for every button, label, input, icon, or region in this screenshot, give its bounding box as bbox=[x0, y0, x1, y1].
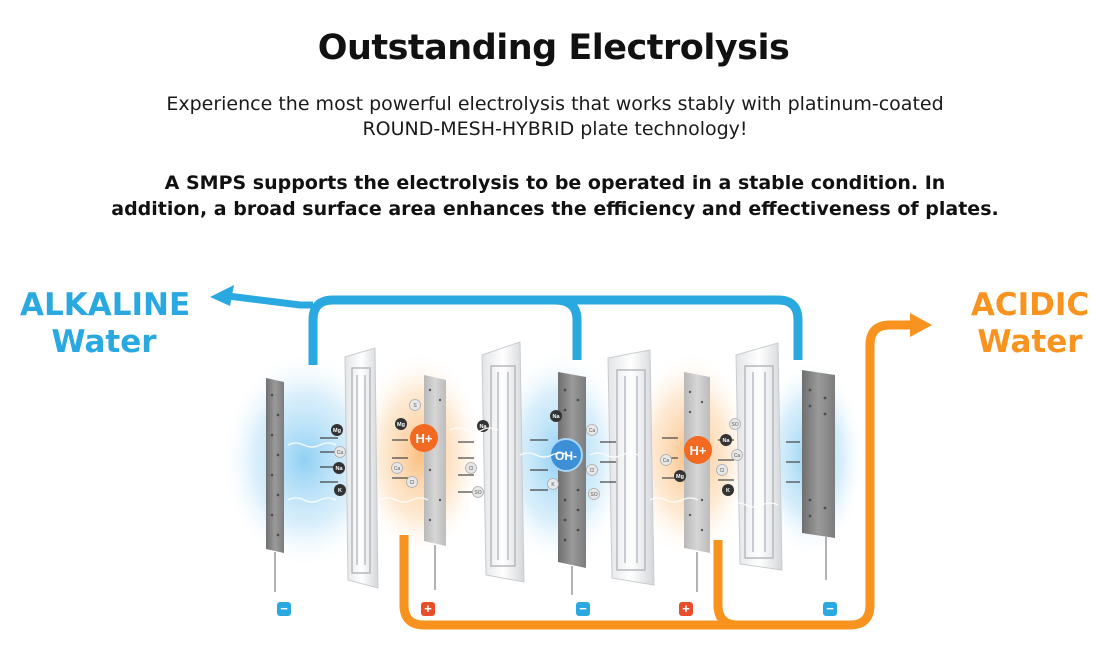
alkaline-outlet-line bbox=[227, 292, 313, 309]
h-plus-label-right: H+ bbox=[690, 443, 707, 458]
alkaline-flow-line-center bbox=[554, 295, 582, 360]
ion-na-3: Na bbox=[550, 410, 562, 422]
subtitle-line-2: ROUND-MESH-HYBRID plate technology! bbox=[362, 118, 748, 140]
acidic-label-line-2: Water bbox=[977, 324, 1083, 360]
ion-mg-1: Mg bbox=[331, 424, 343, 436]
ion-na-2-label: Na bbox=[479, 424, 487, 430]
ion-k-1-label: K bbox=[338, 488, 342, 494]
ion-na-3-label: Na bbox=[552, 414, 560, 420]
ion-mg-3: Mg bbox=[674, 470, 686, 482]
ion-so-2: SO bbox=[588, 488, 600, 500]
terminal-minus-2-label: − bbox=[579, 601, 587, 616]
ion-cl-3-label: Cl bbox=[590, 468, 595, 474]
ion-so-3-label: SO bbox=[731, 422, 738, 428]
ion-mg-2: Mg bbox=[395, 418, 407, 430]
acidic-label-line-1: ACIDIC bbox=[970, 287, 1090, 323]
plate-hole-patterns bbox=[270, 388, 827, 542]
ion-ca-3: Ca bbox=[586, 424, 598, 436]
ion-ca-3-label: Ca bbox=[589, 428, 596, 434]
acidic-water-label: ACIDIC Water bbox=[965, 287, 1095, 361]
ion-k-1: K bbox=[334, 484, 346, 496]
ion-k-2: K bbox=[722, 484, 734, 496]
terminal-minus-1-label: − bbox=[280, 601, 288, 616]
ion-so-3: SO bbox=[729, 418, 741, 430]
ion-h-plus-right: H+ bbox=[684, 436, 712, 464]
ion-mg-3-label: Mg bbox=[676, 474, 684, 480]
ion-so-2-label: SO bbox=[590, 492, 597, 498]
oh-minus-label: OH- bbox=[555, 449, 577, 463]
ion-ca-2: Ca bbox=[391, 462, 403, 474]
ion-cl-4-label: Cl bbox=[720, 468, 725, 474]
terminal-minus-1: − bbox=[277, 601, 291, 616]
ion-so-1: SO bbox=[472, 486, 484, 498]
ion-mg-1-label: Mg bbox=[333, 428, 341, 434]
electrode-plate-2 bbox=[424, 375, 446, 590]
ion-ca-4-label: Ca bbox=[663, 458, 670, 464]
ion-ca-5: Ca bbox=[731, 449, 743, 461]
ion-cl-2: Cl bbox=[465, 462, 477, 474]
ion-na-4-label: Na bbox=[722, 438, 730, 444]
ion-na-1-label: Na bbox=[335, 466, 343, 472]
description-line-1: A SMPS supports the electrolysis to be o… bbox=[164, 172, 946, 194]
terminal-plus-2-label: + bbox=[682, 601, 690, 616]
electrode-plate-1 bbox=[266, 378, 284, 592]
membrane-frame-4 bbox=[735, 342, 783, 571]
alkaline-arrowhead bbox=[210, 285, 234, 306]
alkaline-water-label: ALKALINE Water bbox=[20, 287, 191, 361]
page-title: Outstanding Electrolysis bbox=[317, 28, 790, 68]
ion-cl-2-label: Cl bbox=[469, 466, 474, 472]
acidic-flow-line bbox=[399, 320, 915, 630]
terminal-minus-3-label: − bbox=[826, 601, 834, 616]
ion-cl-1: Cl bbox=[406, 476, 418, 488]
ion-s-1: S bbox=[409, 399, 421, 411]
ion-ca-4: Ca bbox=[660, 454, 672, 466]
terminal-plus-2: + bbox=[679, 601, 693, 616]
h-plus-label-left: H+ bbox=[416, 431, 433, 446]
ion-oh-minus-center: OH- bbox=[549, 438, 583, 472]
ion-s-1-label: S bbox=[413, 403, 417, 409]
subtitle: Experience the most powerful electrolysi… bbox=[140, 92, 970, 142]
terminal-minus-3: − bbox=[823, 601, 837, 616]
terminal-plus-1: + bbox=[421, 601, 435, 616]
ion-na-1: Na bbox=[333, 462, 345, 474]
ion-k-3: K bbox=[547, 478, 559, 490]
description: A SMPS supports the electrolysis to be o… bbox=[110, 170, 1000, 222]
dark-cation-ions: Mg Na K Mg Na Na Mg K Na bbox=[331, 410, 734, 496]
ion-k-2-label: K bbox=[726, 488, 730, 494]
acidic-arrowhead bbox=[910, 313, 932, 337]
electrode-plate-5 bbox=[802, 370, 835, 580]
alkaline-label-line-1: ALKALINE bbox=[20, 287, 191, 323]
light-ions: Ca S Ca Cl Cl SO Ca Cl K SO Ca SO Ca Cl bbox=[334, 399, 743, 500]
ion-ca-1: Ca bbox=[334, 446, 346, 458]
ion-na-4: Na bbox=[720, 434, 732, 446]
terminal-minus-2: − bbox=[576, 601, 590, 616]
description-line-2: addition, a broad surface area enhances … bbox=[111, 198, 999, 220]
subtitle-line-1: Experience the most powerful electrolysi… bbox=[166, 93, 944, 115]
membrane-frame-3 bbox=[607, 349, 655, 586]
ion-ca-5-label: Ca bbox=[734, 453, 741, 459]
ion-k-3-label: K bbox=[551, 482, 555, 488]
alkaline-label-line-2: Water bbox=[51, 324, 157, 360]
ion-cl-4: Cl bbox=[716, 464, 728, 476]
electrode-plate-3 bbox=[558, 372, 586, 595]
ion-cl-1-label: Cl bbox=[410, 480, 415, 486]
membrane-frame-2 bbox=[481, 341, 525, 583]
ion-mg-2-label: Mg bbox=[397, 422, 405, 428]
ion-ca-1-label: Ca bbox=[337, 450, 344, 456]
ion-h-plus-left: H+ bbox=[410, 424, 438, 452]
current-wave-lines bbox=[287, 427, 779, 508]
ion-so-1-label: SO bbox=[474, 490, 481, 496]
acidic-flow-line-center bbox=[713, 540, 739, 630]
acidic-glow-1 bbox=[355, 350, 485, 560]
ion-cl-3: Cl bbox=[586, 464, 598, 476]
membrane-frame-1 bbox=[344, 347, 379, 589]
terminal-plus-1-label: + bbox=[424, 601, 432, 616]
ion-ca-2-label: Ca bbox=[394, 466, 401, 472]
